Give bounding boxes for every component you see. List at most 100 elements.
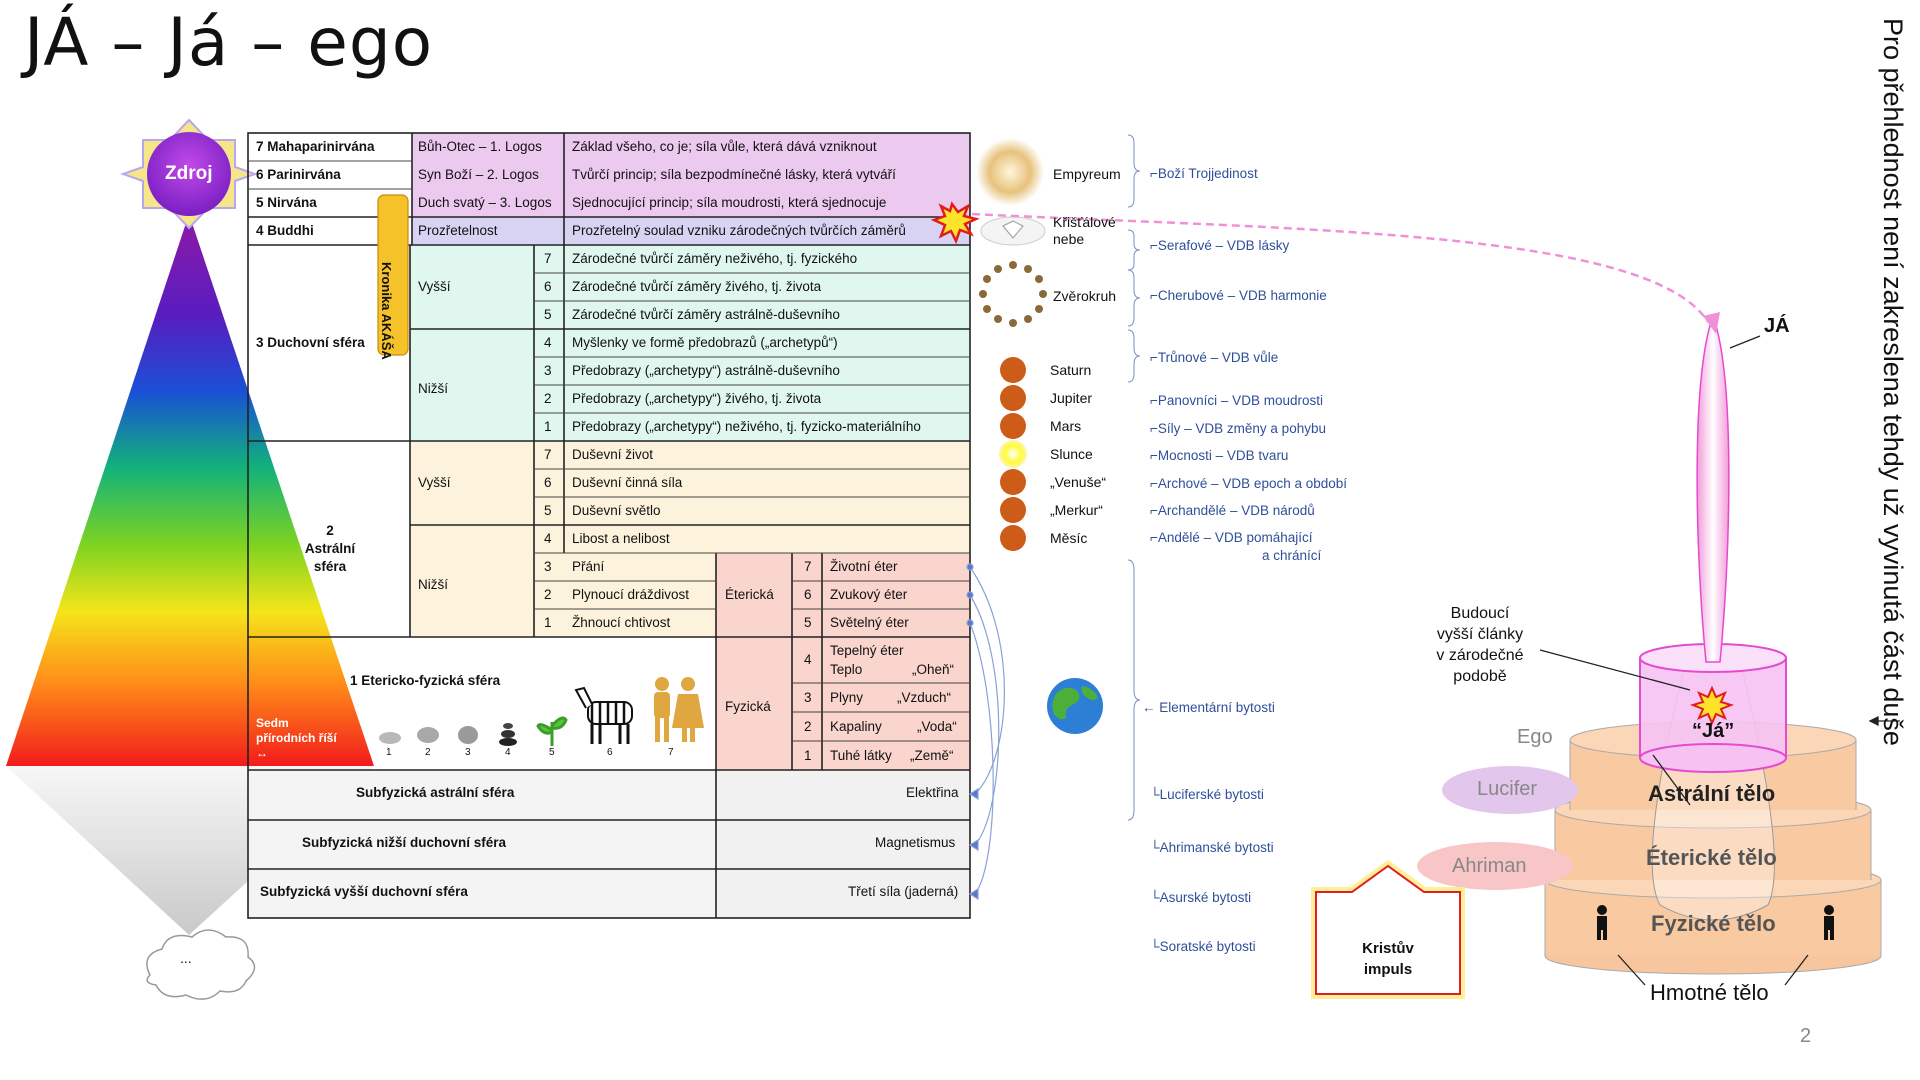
astral-row-number: 4 <box>544 531 552 546</box>
etheric-label: Éterická <box>725 587 774 602</box>
connector-glyph: ⌐ <box>1150 476 1158 491</box>
astral-row-text: Duševní světlo <box>572 503 661 518</box>
being-label: ⌐Andělé – VDB pomáhající <box>1150 530 1312 545</box>
future-line: podobě <box>1453 668 1507 685</box>
zodiac-label: Zvěrokruh <box>1053 288 1117 304</box>
being-label: ← Elementární bytosti <box>1142 700 1275 715</box>
being-label: └Soratské bytosti <box>1150 939 1256 954</box>
ahriman-blob <box>1417 842 1573 890</box>
ja-link-arrow <box>971 212 1710 323</box>
connector-glyph: └ <box>1150 890 1160 905</box>
force-magnetism: Magnetismus <box>875 835 956 850</box>
lucifer-blob <box>1442 766 1578 814</box>
ether-num: 4 <box>804 652 812 667</box>
sphere-7: 7 Mahaparinirvána <box>256 139 375 154</box>
logos-3-desc: Sjednocující princip; síla moudrosti, kt… <box>572 195 887 210</box>
connector-glyph: └ <box>1150 840 1160 855</box>
being-label: ⌐Trůnové – VDB vůle <box>1150 350 1278 365</box>
being-text: Andělé – VDB pomáhající <box>1157 530 1313 545</box>
force-connectors <box>966 563 1005 901</box>
ether-text: Teplo <box>830 662 863 677</box>
sphere-4: 4 Buddhi <box>256 223 314 238</box>
ether-num: 6 <box>804 587 812 602</box>
spirit-row-number: 1 <box>544 419 552 434</box>
connector-glyph: ⌐ <box>1150 350 1158 365</box>
logos-3: Duch svatý – 3. Logos <box>418 195 552 210</box>
spirit-lower-label: Nižší <box>418 381 448 396</box>
connector-glyph: ⌐ <box>1150 238 1158 253</box>
astral-row-number: 7 <box>544 447 552 462</box>
cloud-icon <box>146 929 256 1000</box>
being-label: ⌐Síly – VDB změny a pohybu <box>1150 421 1326 436</box>
being-label: a chránící <box>1262 548 1321 563</box>
sphere-1: 1 Etericko-fyzická sféra <box>350 673 501 688</box>
being-label: ⌐Serafové – VDB lásky <box>1150 238 1289 253</box>
connector-glyph: ⌐ <box>1150 448 1158 463</box>
physical-label: Fyzická <box>725 699 771 714</box>
planet-label: Slunce <box>1050 446 1093 462</box>
astral-row-number: 6 <box>544 475 552 490</box>
burst-icon <box>930 201 980 245</box>
astral-row-text: Libost a nelibost <box>572 531 670 546</box>
empyreum-label: Empyreum <box>1053 166 1121 182</box>
spirit-row-text: Předobrazy („archetypy“) neživého, tj. f… <box>572 419 921 434</box>
astral-row-text: Přání <box>572 559 605 574</box>
connector-glyph: ← <box>1142 700 1160 715</box>
realm-icons <box>379 677 704 746</box>
spirit-row-number: 3 <box>544 363 552 378</box>
spirit-row-text: Zárodečné tvůrčí záměry astrálně-duševní… <box>572 307 840 322</box>
pointer-lines <box>1539 335 1900 986</box>
being-label: └Asurské bytosti <box>1150 890 1251 905</box>
page-number: 2 <box>1800 1025 1812 1047</box>
planet-label: Jupiter <box>1050 390 1093 406</box>
being-text: Elementární bytosti <box>1159 700 1275 715</box>
being-text: Mocnosti – VDB tvaru <box>1157 448 1289 463</box>
being-label: ⌐Mocnosti – VDB tvaru <box>1150 448 1288 463</box>
table-backgrounds <box>248 133 970 918</box>
being-text: a chránící <box>1262 548 1322 563</box>
astral-row-text: Duševní činná síla <box>572 475 683 490</box>
logos-1: Bůh-Otec – 1. Logos <box>418 139 542 154</box>
ether-num: 3 <box>804 690 812 705</box>
person-icons <box>1597 905 1834 940</box>
ether-text: Kapaliny <box>830 719 882 734</box>
being-text: Soratské bytosti <box>1159 939 1256 954</box>
sub-lower: Subfyzická nižší duchovní sféra <box>302 835 507 850</box>
being-text: Trůnové – VDB vůle <box>1157 350 1279 365</box>
being-text: Asurské bytosti <box>1159 890 1252 905</box>
etheric-body-label: Éterické tělo <box>1646 845 1777 870</box>
ja-flame <box>1696 313 1730 663</box>
astral-lower-label: Nižší <box>418 577 448 592</box>
spirit-row-number: 6 <box>544 279 552 294</box>
planet-label: Saturn <box>1050 362 1092 378</box>
astral-row-text: Duševní život <box>572 447 654 462</box>
spirit-row-text: Zárodečné tvůrčí záměry neživého, tj. fy… <box>572 251 858 266</box>
being-text: Luciferské bytosti <box>1159 787 1264 802</box>
logos-1-desc: Základ všeho, co je; síla vůle, která dá… <box>572 139 877 154</box>
being-text: Serafové – VDB lásky <box>1157 238 1290 253</box>
spirit-row-number: 2 <box>544 391 552 406</box>
ether-element: „Voda“ <box>917 719 957 734</box>
future-line: Budoucí <box>1450 605 1510 622</box>
cloud-label: ... <box>180 950 192 966</box>
spirit-row-text: Zárodečné tvůrčí záměry živého, tj. živo… <box>572 279 822 294</box>
ether-element: „Země“ <box>910 748 954 763</box>
being-label: ⌐Boží Trojjedinost <box>1150 166 1258 181</box>
planet-label: „Venuše“ <box>1050 474 1107 490</box>
source-label: Zdroj <box>165 163 213 184</box>
sphere-2: 2 Astrální sféra <box>304 523 356 574</box>
connector-glyph: ⌐ <box>1150 503 1158 518</box>
ja-quoted-label: “Já” <box>1692 720 1735 742</box>
ether-num: 2 <box>804 719 812 734</box>
akasa-label: Kronika AKÁŠA <box>379 262 394 360</box>
ahriman-label: Ahriman <box>1452 855 1527 877</box>
ja-label: JÁ <box>1764 315 1790 337</box>
future-line: vyšší články <box>1436 626 1524 643</box>
being-label: └Luciferské bytosti <box>1150 787 1264 802</box>
being-text: Archové – VDB epoch a období <box>1157 476 1348 491</box>
connector-glyph: ⌐ <box>1150 288 1158 303</box>
cosmos-icons <box>976 138 1103 734</box>
planet-label: Mars <box>1050 418 1082 434</box>
